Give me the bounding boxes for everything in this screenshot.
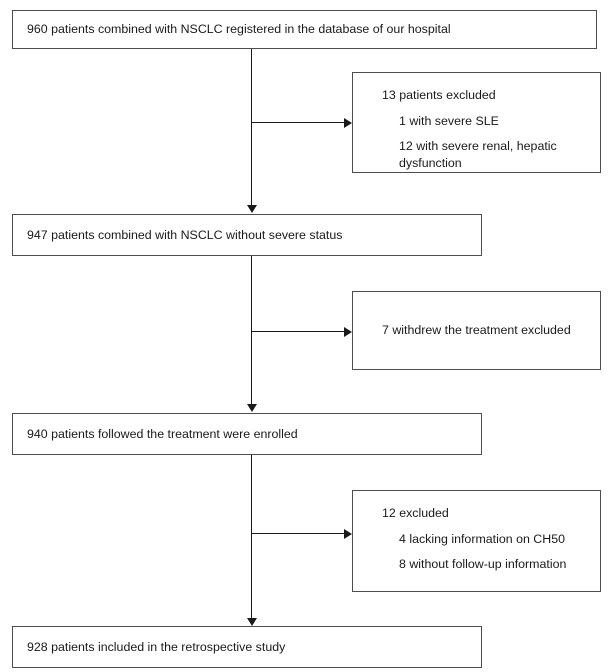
exclusion-line-heading: 7 withdrew the treatment excluded <box>382 323 571 338</box>
flow-box-text: 947 patients combined with NSCLC without… <box>27 227 343 242</box>
exclusion-line-detail: 12 with severe renal, hepatic dysfunctio… <box>399 139 561 170</box>
flow-box-enrolled-registry: 960 patients combined with NSCLC registe… <box>12 10 597 49</box>
exclusion-line-detail: 4 lacking information on CH50 <box>399 531 565 546</box>
exclusion-line-detail: 8 without follow-up information <box>399 557 567 571</box>
connector-2-branch <box>251 331 344 333</box>
connector-1-trunk <box>251 49 253 205</box>
flow-box-text: 960 patients combined with NSCLC registe… <box>27 22 451 37</box>
connector-2-arrowhead-down <box>247 404 257 412</box>
connector-3-trunk <box>251 455 253 618</box>
connector-3-branch <box>251 533 344 535</box>
flow-box-excluded-severe: 13 patients excluded 1 with severe SLE 1… <box>352 72 601 173</box>
exclusion-line-detail: 1 with severe SLE <box>399 113 499 128</box>
connector-3-arrowhead-down <box>247 618 257 626</box>
connector-2-arrowhead-right <box>344 327 352 337</box>
flow-box-text: 940 patients followed the treatment were… <box>27 426 298 441</box>
flow-box-text: 928 patients included in the retrospecti… <box>27 639 286 654</box>
connector-1-arrowhead-down <box>247 205 257 213</box>
connector-3-arrowhead-right <box>344 529 352 539</box>
connector-1-branch <box>251 122 344 124</box>
exclusion-line-heading: 12 excluded <box>382 506 449 520</box>
flow-box-included-retrospective: 928 patients included in the retrospecti… <box>12 626 482 668</box>
connector-1-arrowhead-right <box>344 118 352 128</box>
flow-box-followed-treatment: 940 patients followed the treatment were… <box>12 413 482 455</box>
connector-2-trunk <box>251 256 253 404</box>
flow-box-excluded-missing-data: 12 excluded 4 lacking information on CH5… <box>352 490 601 592</box>
flow-box-excluded-withdrew: 7 withdrew the treatment excluded <box>352 291 601 370</box>
flow-box-without-severe-status: 947 patients combined with NSCLC without… <box>12 214 482 256</box>
exclusion-line-heading: 13 patients excluded <box>382 88 496 102</box>
